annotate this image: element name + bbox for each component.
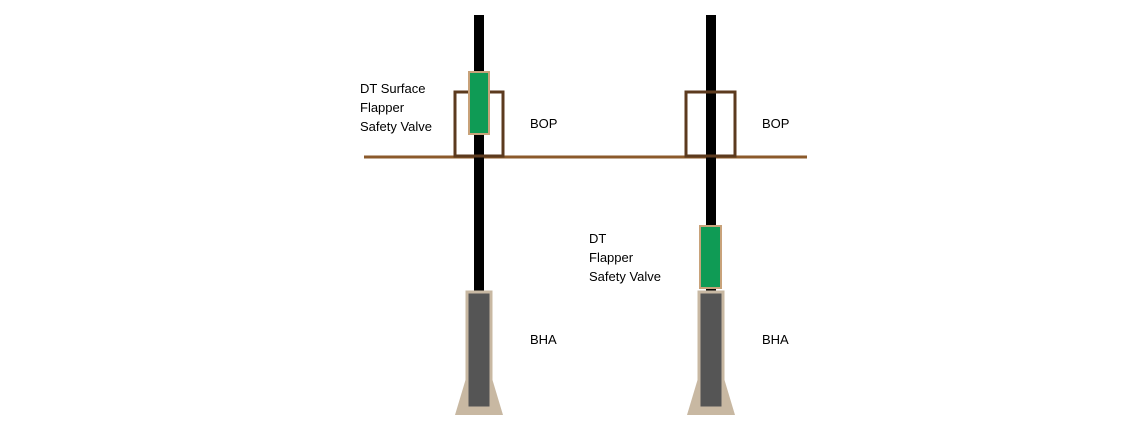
left-assembly	[453, 15, 505, 415]
right-bop-label: BOP	[762, 116, 790, 131]
right-bha	[697, 290, 725, 410]
right-bha-label: BHA	[762, 332, 789, 347]
right-valve-label-line-2: Flapper	[589, 250, 634, 265]
left-bha	[465, 290, 493, 410]
left-valve-label-line-3: Safety Valve	[360, 119, 433, 134]
right-pipe-upper	[706, 15, 716, 157]
left-valve-label-line-1: DT Surface	[360, 81, 426, 96]
right-valve-label-line-1: DT	[589, 231, 607, 246]
left-valve-label-line-2: Flapper	[360, 100, 405, 115]
right-bop	[684, 90, 737, 158]
left-pipe-lower	[474, 157, 484, 292]
left-bha-label: BHA	[530, 332, 557, 347]
right-safety-valve	[699, 225, 722, 289]
right-assembly	[684, 15, 737, 415]
right-valve-label: DT Flapper Safety Valve	[589, 229, 661, 286]
left-surface-safety-valve	[468, 71, 490, 135]
right-valve-label-line-3: Safety Valve	[589, 269, 662, 284]
left-bop-label: BOP	[530, 116, 558, 131]
right-pipe-lower	[706, 157, 716, 292]
left-valve-label: DT Surface Flapper Safety Valve	[360, 79, 432, 136]
